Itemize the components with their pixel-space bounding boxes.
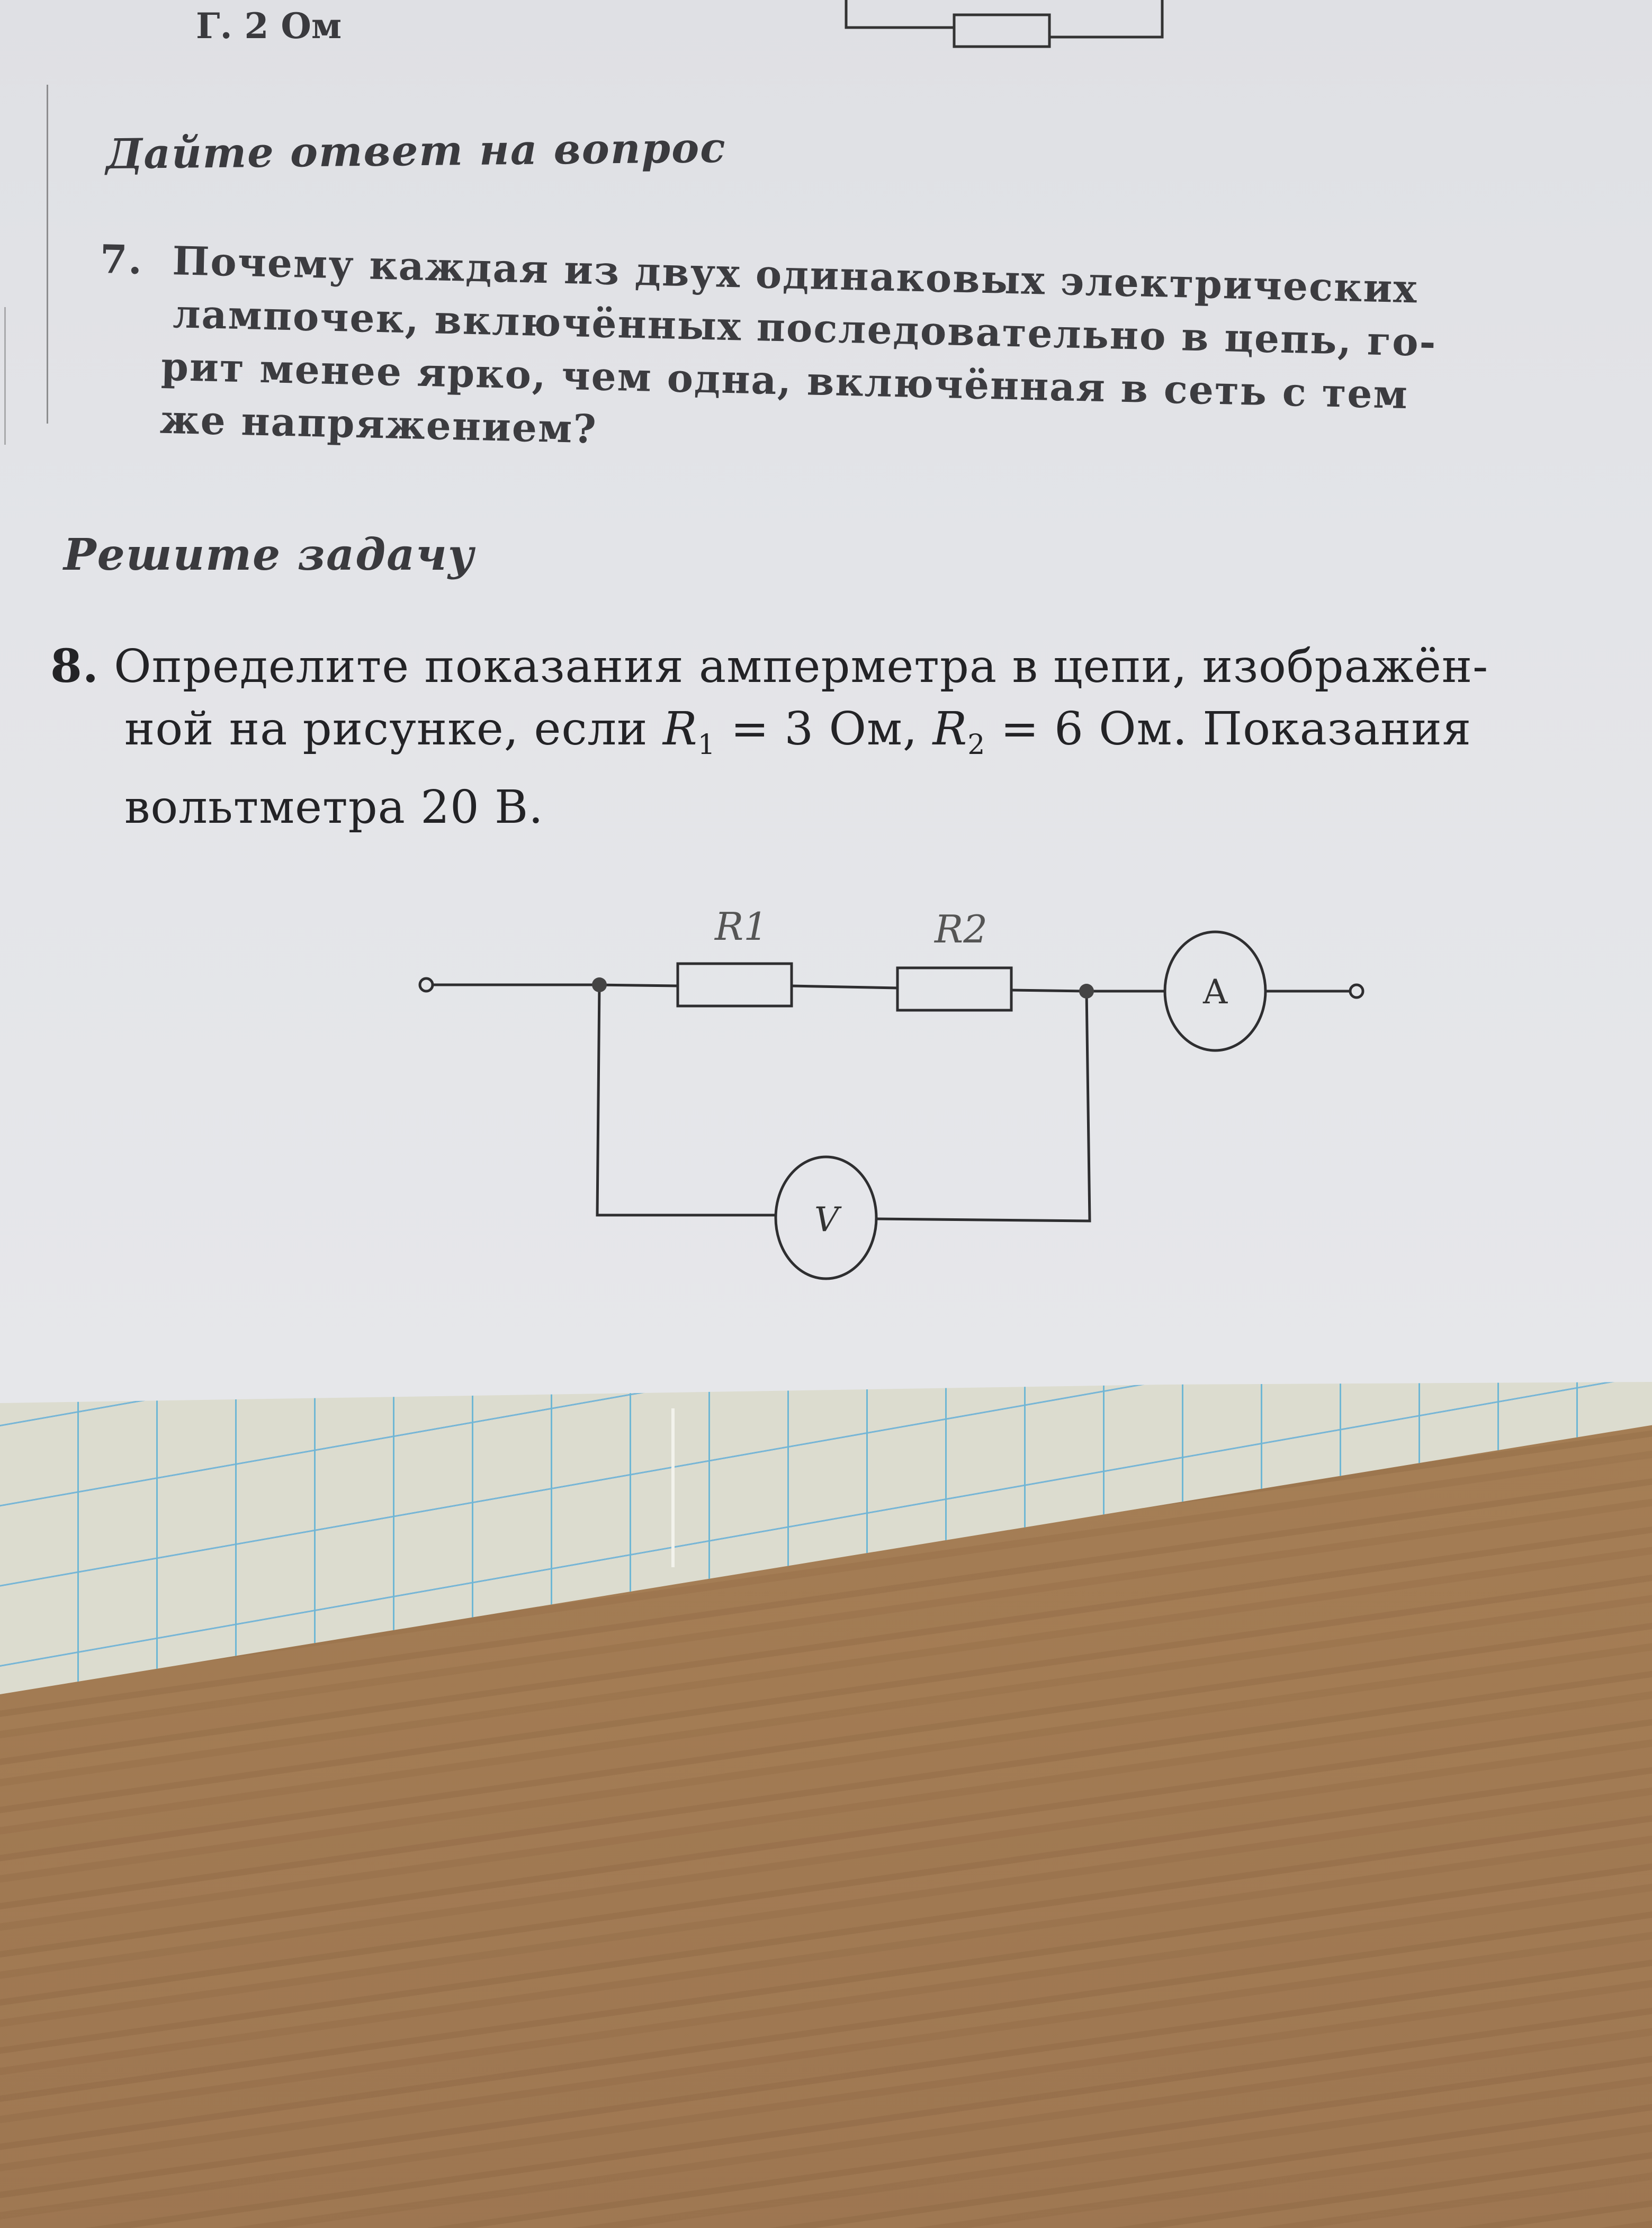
worksheet-page: Г. 2 Ом Дайте ответ на вопрос 7. Почему … <box>0 0 1652 1403</box>
r1-symbol: R <box>662 703 698 756</box>
section-heading-answer: Дайте ответ на вопрос <box>105 123 727 179</box>
circuit-diagram: R1 R2 A V <box>402 890 1366 1280</box>
circuit-schematic: R1 R2 A V <box>418 904 1364 1280</box>
margin-line <box>4 307 6 445</box>
output-terminal-icon <box>1349 983 1364 999</box>
question-8-line: Определите показания амперметра в цепи, … <box>114 640 1489 693</box>
resistor-r1-icon <box>676 962 793 1008</box>
question-number: 7. <box>99 236 144 283</box>
r2-value: = 6 Ом. Показания <box>985 703 1472 756</box>
input-terminal-icon <box>418 977 434 993</box>
junction-node-icon <box>592 977 607 992</box>
question-number: 8. <box>50 640 99 693</box>
voltmeter-label: V <box>814 1200 842 1239</box>
resistor-r2-label: R2 <box>933 907 987 951</box>
question-7: 7. Почему каждая из двух одинаковых элек… <box>96 233 1439 475</box>
ammeter-label: A <box>1202 973 1228 1012</box>
r1-value: = 3 Ом, <box>715 703 933 756</box>
previous-circuit-fragment <box>845 0 1164 48</box>
junction-node-icon <box>1079 984 1094 999</box>
question-8-text: ной на рисунке, если <box>124 703 663 756</box>
resistor-r2-icon <box>896 966 1013 1012</box>
voltmeter-icon <box>774 1155 878 1280</box>
question-8: 8. Определите показания амперметра в цеп… <box>50 635 1488 839</box>
notebook-fold <box>671 1408 675 1567</box>
r2-symbol: R <box>932 703 968 756</box>
question-8-line: вольтметра 20 В. <box>124 781 544 834</box>
r2-subscript: 2 <box>967 729 986 761</box>
section-heading-solve: Решите задачу <box>64 529 475 580</box>
question-7-line: же напряжением? <box>159 397 598 453</box>
answer-option-g: Г. 2 Ом <box>196 5 342 47</box>
margin-line <box>47 85 48 424</box>
r1-subscript: 1 <box>697 729 716 761</box>
resistor-r1-label: R1 <box>714 904 768 949</box>
